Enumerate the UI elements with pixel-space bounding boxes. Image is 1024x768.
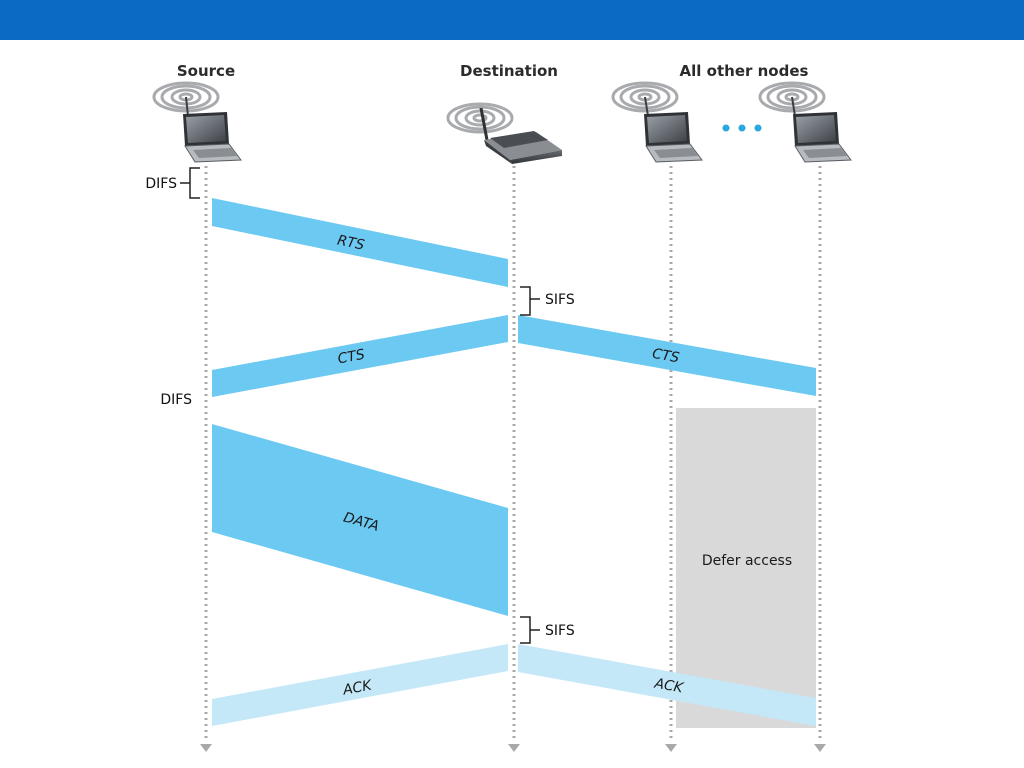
- sifs-label-1: SIFS: [545, 292, 575, 308]
- defer-access-region: [676, 408, 816, 728]
- laptop-icon: [182, 111, 242, 163]
- cts-frame-to-source-label: CTS: [336, 347, 366, 368]
- sifs-label-2: SIFS: [545, 623, 575, 639]
- difs-bracket-1: [180, 167, 200, 199]
- laptop-icon: [792, 111, 852, 163]
- data-frame: [212, 424, 508, 616]
- cts-frame-to-source: [212, 315, 508, 397]
- header-bar: [0, 0, 1024, 40]
- ellipsis-icon: [722, 124, 762, 132]
- ack-frame-broadcast-label: ACK: [652, 675, 686, 696]
- rts-frame-label: RTS: [336, 233, 366, 254]
- ack-frame-to-source: [212, 644, 508, 726]
- timelines: [204, 166, 822, 742]
- ack-frame-to-source-label: ACK: [341, 677, 375, 698]
- node-label-destination: Destination: [460, 62, 558, 80]
- timeline-arrowheads: [200, 744, 826, 752]
- destination-access-point-icon: [446, 102, 562, 164]
- other-node-laptop-icon-2: [758, 81, 852, 163]
- cts-frame-broadcast-label: CTS: [651, 346, 681, 367]
- node-label-other-nodes: All other nodes: [680, 62, 809, 80]
- difs-label-2: DIFS: [160, 392, 192, 408]
- source-laptop-icon: [152, 81, 242, 163]
- defer-access-label: Defer access: [702, 553, 792, 569]
- sifs-bracket-2: [520, 616, 540, 644]
- cts-frame-broadcast: [518, 315, 816, 396]
- node-label-source: Source: [177, 62, 235, 80]
- other-node-laptop-icon-1: [611, 81, 703, 163]
- difs-label-1: DIFS: [145, 176, 177, 192]
- rts-frame: [212, 198, 508, 287]
- laptop-icon: [643, 111, 703, 163]
- ack-frame-broadcast: [518, 644, 816, 726]
- sifs-bracket-1: [520, 286, 540, 316]
